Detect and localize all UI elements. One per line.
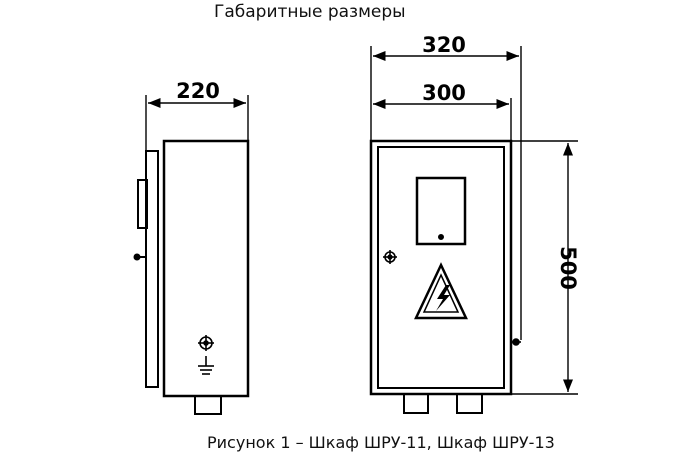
- dim-side-depth-label: 220: [176, 79, 220, 103]
- front-door-lock-icon: [383, 250, 397, 264]
- dimension-320: [370, 46, 522, 340]
- dimension-300: [373, 98, 512, 140]
- meter-window: [415, 176, 467, 246]
- ground-symbol-icon: [198, 356, 214, 375]
- dimension-220: [145, 95, 249, 150]
- side-view: [133, 95, 250, 415]
- dim-front-outer-width-label: 320: [422, 33, 466, 57]
- side-handle-knob: [133, 253, 141, 261]
- front-view: [369, 46, 578, 414]
- front-hinge-icon: [511, 338, 521, 346]
- side-hinge: [137, 179, 148, 229]
- front-body: [369, 139, 513, 396]
- dim-front-inner-width-label: 300: [422, 81, 466, 105]
- dim-height-label: 500: [556, 246, 580, 290]
- high-voltage-warning-icon: [414, 262, 468, 320]
- side-door-panel: [145, 150, 159, 388]
- front-cable-gland-right: [456, 393, 483, 414]
- figure-caption: Рисунок 1 – Шкаф ШРУ-11, Шкаф ШРУ-13: [207, 433, 555, 452]
- front-cable-gland-left: [403, 393, 429, 414]
- drawing-title: Габаритные размеры: [214, 2, 406, 22]
- side-cable-gland: [194, 395, 222, 415]
- dimension-500: [512, 140, 578, 395]
- crosshair-lock-icon: [198, 335, 214, 351]
- front-door: [377, 146, 505, 389]
